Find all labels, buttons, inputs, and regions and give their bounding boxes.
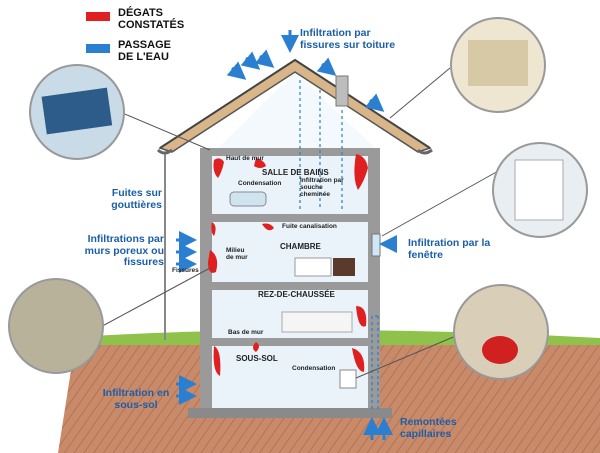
- leader-lines: [94, 67, 501, 379]
- room-bathroom: SALLE DE BAINS: [262, 168, 329, 177]
- legend-water-label: PASSAGE DE L'EAU: [118, 39, 171, 63]
- floor-2: [200, 282, 380, 290]
- note-wall-bottom: Bas de mur: [228, 329, 264, 336]
- water-arrows: [176, 30, 397, 440]
- attic-interior: [218, 72, 375, 148]
- gutter-left: [156, 148, 173, 155]
- kitchen-counter: [281, 311, 353, 333]
- note-condensation-bottom: Condensation: [292, 365, 336, 372]
- roof-top-line: [159, 58, 431, 149]
- room-basement: SOUS-SOL: [236, 354, 278, 363]
- label-basement-infiltration: Infiltration en sous-sol: [102, 387, 170, 411]
- note-chimney-infiltration: Infiltration par souche cheminée: [300, 177, 344, 198]
- room-bedroom: CHAMBRE: [280, 242, 321, 251]
- basement-window: [371, 233, 381, 257]
- room-ground-floor: REZ-DE-CHAUSSÉE: [258, 290, 335, 299]
- floor-1: [200, 214, 380, 222]
- note-cracks: Fissures: [172, 267, 199, 274]
- bed: [294, 257, 332, 277]
- legend-damage-swatch: [86, 12, 110, 21]
- legend-water-swatch: [86, 44, 110, 53]
- label-roof-infiltration: Infiltration par fissures sur toiture: [300, 27, 396, 51]
- label-capillary-rise: Remontées capillaires: [400, 416, 457, 440]
- note-pipe-leak: Fuite canalisation: [282, 223, 337, 230]
- foundation: [188, 408, 392, 418]
- floor-3: [200, 338, 380, 346]
- floor-attic: [200, 148, 380, 156]
- damage-marks: [208, 154, 368, 376]
- photo-insets: [8, 17, 588, 380]
- note-mid-wall: Milieu de mur: [226, 247, 248, 261]
- photo-wall-mold: [8, 278, 104, 374]
- gutter-right: [416, 148, 433, 155]
- washing-machine: [339, 369, 357, 389]
- bath-tub: [229, 191, 267, 207]
- photo-pipe: [453, 284, 549, 380]
- note-condensation-top: Condensation: [238, 180, 282, 187]
- water-paths: [299, 80, 379, 410]
- note-wall-top: Haut de mur: [226, 155, 264, 162]
- label-window-infiltration: Infiltration par la fenêtre: [408, 237, 491, 261]
- chimney: [335, 75, 349, 107]
- legend-damage-label: DÉGATS CONSTATÉS: [118, 7, 185, 31]
- label-wall-infiltration: Infiltrations par murs poreux ou fissure…: [84, 233, 164, 269]
- label-gutter-leaks: Fuites sur gouttières: [111, 187, 162, 211]
- fireplace: [333, 258, 355, 276]
